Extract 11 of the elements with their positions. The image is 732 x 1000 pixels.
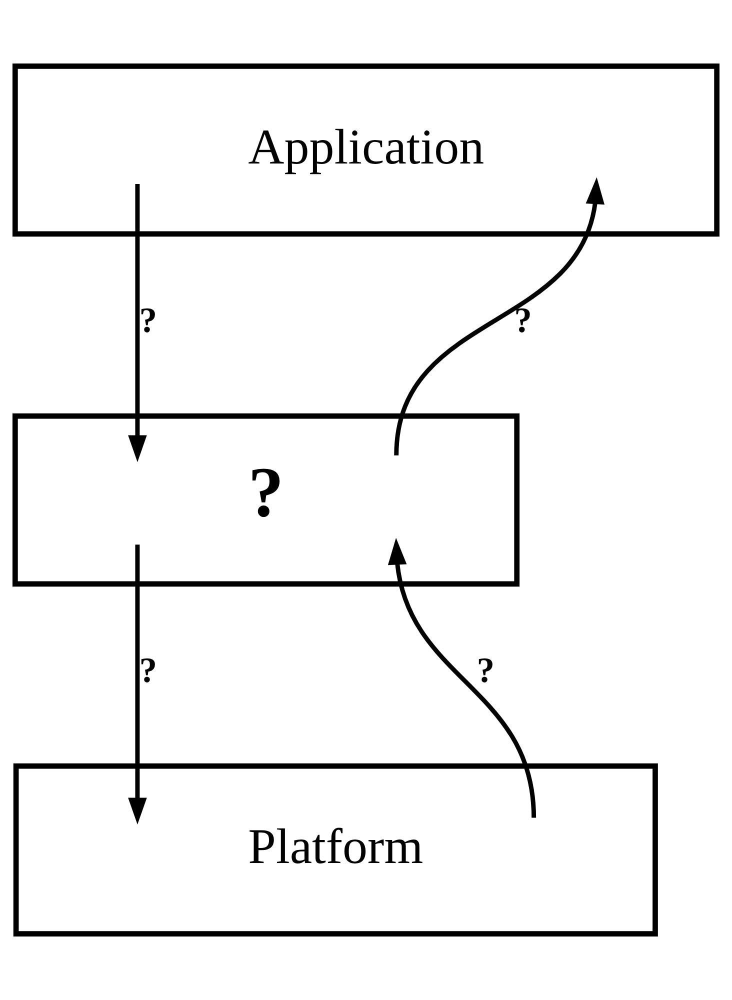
arrow	[128, 544, 147, 825]
edge-label: ?	[139, 300, 158, 340]
node-box: Platform	[13, 763, 658, 937]
arrow	[394, 177, 605, 456]
node-box: Application	[12, 63, 720, 237]
node-box: ?	[12, 413, 520, 587]
edge-label: ?	[476, 650, 495, 690]
edge-label: ?	[514, 300, 532, 340]
arrow	[388, 538, 536, 818]
arrow	[128, 184, 147, 462]
edge-label: ?	[139, 650, 158, 690]
